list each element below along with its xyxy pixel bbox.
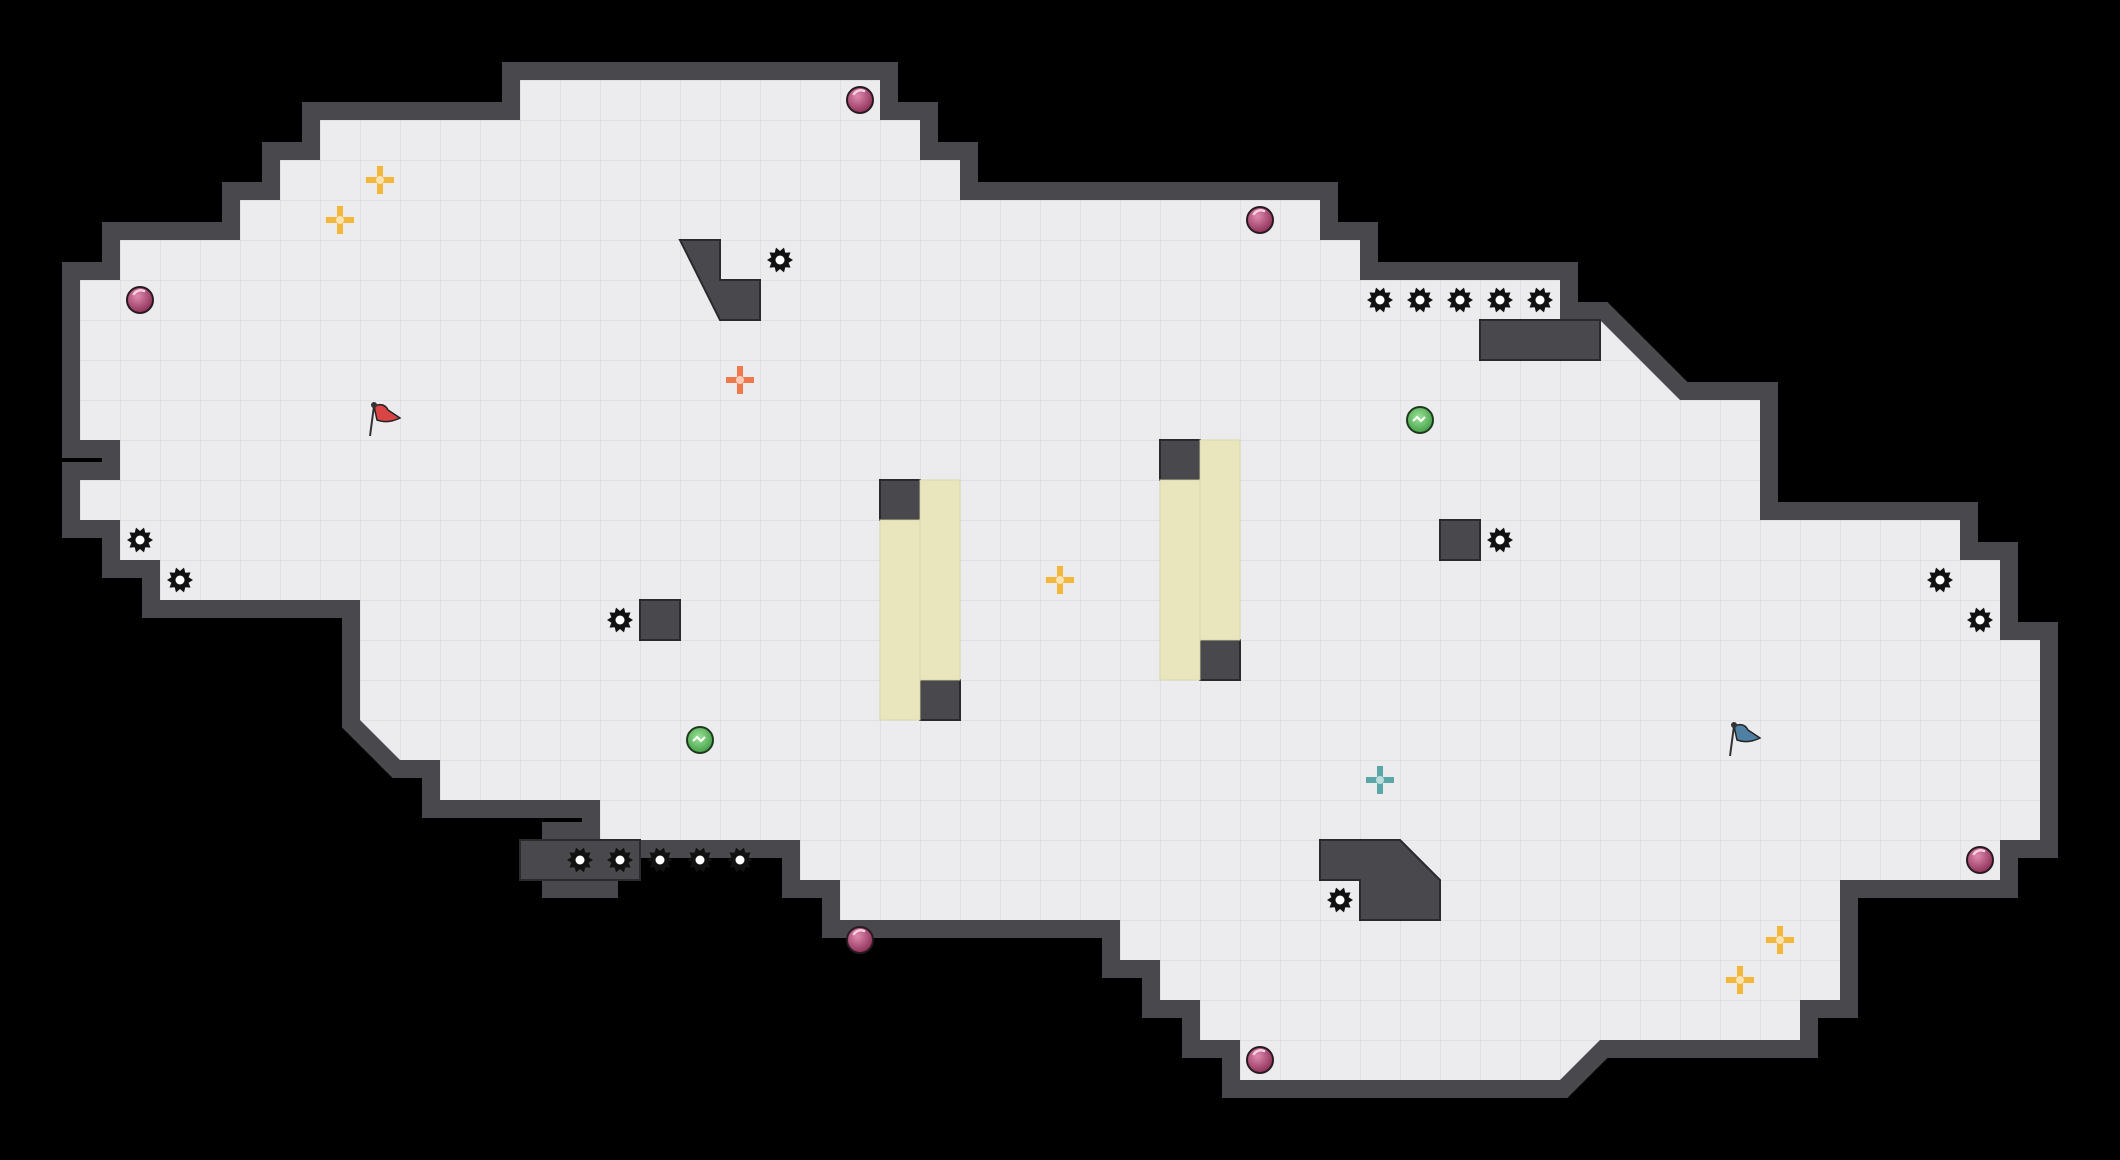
wall-block xyxy=(879,479,921,521)
spike-icon xyxy=(1447,287,1473,313)
spike-icon xyxy=(727,847,753,873)
spike-icon xyxy=(1487,527,1513,553)
bomb-icon xyxy=(1966,846,1994,874)
spike-icon xyxy=(607,607,633,633)
wall-block xyxy=(1199,639,1241,681)
spike-icon xyxy=(767,247,793,273)
bomb-icon xyxy=(846,926,874,954)
wall-block xyxy=(919,679,961,721)
boost-icon xyxy=(1766,926,1794,954)
spike-icon xyxy=(687,847,713,873)
boost-icon xyxy=(366,166,394,194)
highlight-tile xyxy=(879,519,921,721)
boost-icon xyxy=(326,206,354,234)
flag-icon xyxy=(369,402,402,437)
spike-icon xyxy=(1487,287,1513,313)
highlight-tile xyxy=(1159,479,1201,681)
spike-icon xyxy=(1527,287,1553,313)
spike-icon xyxy=(647,847,673,873)
bomb-icon xyxy=(126,286,154,314)
boost-icon xyxy=(1366,766,1394,794)
wall-block xyxy=(1479,319,1601,361)
spike-icon xyxy=(1927,567,1953,593)
flag-icon xyxy=(1729,722,1762,757)
highlight-tile xyxy=(1199,439,1241,641)
bomb-icon xyxy=(1246,206,1274,234)
spike-icon xyxy=(1367,287,1393,313)
boost-icon xyxy=(1726,966,1754,994)
wall-block xyxy=(1319,839,1441,921)
bomb-icon xyxy=(846,86,874,114)
boost-icon xyxy=(726,366,754,394)
wall-block xyxy=(1159,439,1201,481)
spike-icon xyxy=(1407,287,1433,313)
spike-icon xyxy=(1967,607,1993,633)
spike-icon xyxy=(567,847,593,873)
highlight-tile xyxy=(919,479,961,681)
wall-block xyxy=(1439,519,1481,561)
powerup-icon xyxy=(686,726,714,754)
boost-icon xyxy=(1046,566,1074,594)
bomb-icon xyxy=(1246,1046,1274,1074)
spike-icon xyxy=(127,527,153,553)
spike-icon xyxy=(1327,887,1353,913)
wall-block xyxy=(678,239,761,321)
wall-block xyxy=(639,599,681,641)
spike-icon xyxy=(607,847,633,873)
powerup-icon xyxy=(1406,406,1434,434)
spike-icon xyxy=(167,567,193,593)
